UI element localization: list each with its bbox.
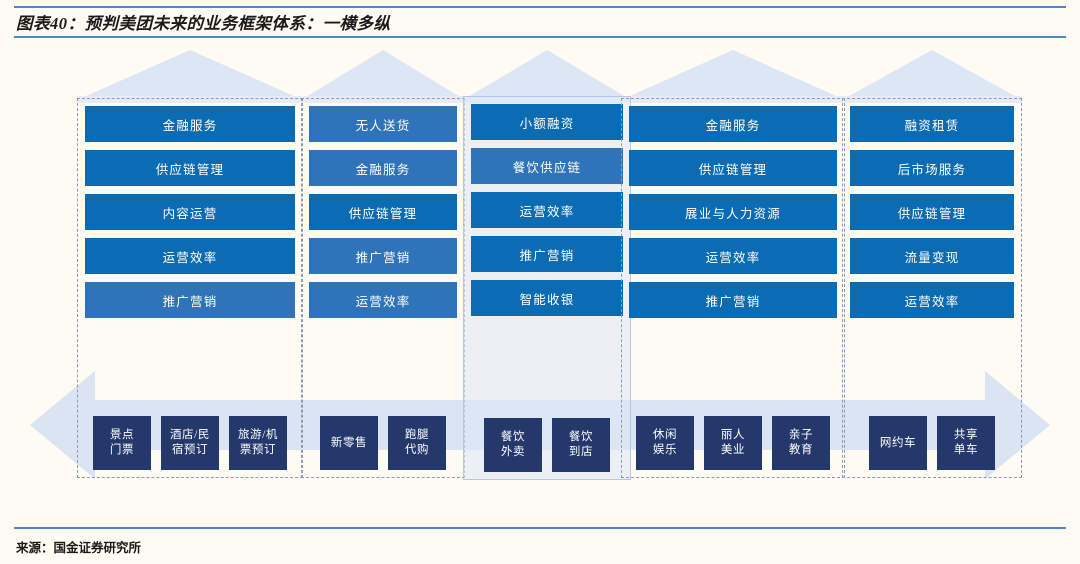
pillar-retail-inner: 无人送货 金融服务 供应链管理 推广营销 运营效率 [309, 106, 457, 470]
pillar-mobility-inner: 融资租赁 后市场服务 供应链管理 流量变现 运营效率 [850, 106, 1014, 470]
leaf-line: 外卖 [500, 446, 526, 458]
pillar-food-leaves: 餐饮外卖 餐饮到店 [471, 418, 623, 472]
capability-box[interactable]: 无人送货 [309, 106, 457, 142]
capability-box[interactable]: 供应链管理 [85, 150, 295, 186]
leaf-line: 单车 [953, 444, 979, 456]
leaf-line: 网约车 [879, 436, 917, 449]
pillar-mobility-capabilities: 融资租赁 后市场服务 供应链管理 流量变现 运营效率 [850, 106, 1014, 318]
leaf-line: 旅游/机 [237, 429, 279, 441]
leaf-box[interactable]: 旅游/机票预订 [229, 416, 287, 470]
page-title: 图表40：预判美团未来的业务框架体系：一横多纵 [16, 14, 391, 33]
pillar-travel[interactable]: 金融服务 供应链管理 内容运营 运营效率 推广营销 景点门票 酒店/民宿预订 旅… [77, 98, 303, 478]
pillar-arrow-heads [77, 50, 1022, 100]
leaf-box[interactable]: 网约车 [869, 416, 927, 470]
capability-box[interactable]: 推广营销 [471, 236, 623, 272]
leaf-box[interactable]: 景点门票 [93, 416, 151, 470]
leaf-box[interactable]: 酒店/民宿预订 [161, 416, 219, 470]
pillar-instore-inner: 金融服务 供应链管理 展业与人力资源 运营效率 推广营销 [629, 106, 837, 470]
leaf-line: 到店 [568, 446, 594, 458]
capability-box[interactable]: 运营效率 [850, 282, 1014, 318]
capability-box[interactable]: 金融服务 [85, 106, 295, 142]
leaf-line: 美业 [720, 444, 746, 456]
leaf-line: 休闲 [652, 429, 678, 441]
leaf-line: 亲子 [788, 429, 814, 441]
leaf-line: 票预订 [239, 444, 277, 456]
leaf-box[interactable]: 餐饮外卖 [484, 418, 542, 472]
leaf-line: 教育 [788, 444, 814, 456]
leaf-line: 代购 [404, 444, 430, 456]
capability-box[interactable]: 流量变现 [850, 238, 1014, 274]
pillar-travel-inner: 金融服务 供应链管理 内容运营 运营效率 推广营销 [85, 106, 295, 470]
capability-box[interactable]: 小额融资 [471, 104, 623, 140]
leaf-line: 娱乐 [652, 444, 678, 456]
leaf-line: 新零售 [330, 436, 368, 449]
capability-box[interactable]: 推广营销 [309, 238, 457, 274]
pillar-mobility-leaves: 网约车 共享单车 [850, 416, 1014, 470]
pillar-food-capabilities: 小额融资 餐饮供应链 运营效率 推广营销 智能收银 [471, 104, 623, 316]
leaf-line: 门票 [109, 444, 135, 456]
leaf-line: 景点 [109, 429, 135, 441]
leaf-box[interactable]: 共享单车 [937, 416, 995, 470]
leaf-line: 餐饮 [568, 431, 594, 443]
capability-box[interactable]: 金融服务 [629, 106, 837, 142]
capability-box[interactable]: 金融服务 [309, 150, 457, 186]
capability-box[interactable]: 展业与人力资源 [629, 194, 837, 230]
leaf-line: 跑腿 [404, 429, 430, 441]
title-rule-bottom [14, 36, 1066, 38]
leaf-line: 餐饮 [500, 431, 526, 443]
source-note: 来源：国金证券研究所 [16, 541, 142, 555]
pillar-retail[interactable]: 无人送货 金融服务 供应链管理 推广营销 运营效率 新零售 跑腿代购 [301, 98, 465, 478]
pillar-retail-capabilities: 无人送货 金融服务 供应链管理 推广营销 运营效率 [309, 106, 457, 318]
pillar-food[interactable]: 小额融资 餐饮供应链 运营效率 推广营销 智能收银 餐饮外卖 餐饮到店 [463, 96, 631, 480]
capability-box[interactable]: 后市场服务 [850, 150, 1014, 186]
pillar-instore-capabilities: 金融服务 供应链管理 展业与人力资源 运营效率 推广营销 [629, 106, 837, 318]
leaf-box[interactable]: 休闲娱乐 [636, 416, 694, 470]
leaf-line: 酒店/民 [169, 429, 211, 441]
capability-box[interactable]: 运营效率 [85, 238, 295, 274]
capability-box[interactable]: 智能收银 [471, 280, 623, 316]
pillar-instore[interactable]: 金融服务 供应链管理 展业与人力资源 运营效率 推广营销 休闲娱乐 丽人美业 亲… [621, 98, 845, 478]
pillar-instore-leaves: 休闲娱乐 丽人美业 亲子教育 [629, 416, 837, 470]
capability-box[interactable]: 供应链管理 [629, 150, 837, 186]
capability-box[interactable]: 融资租赁 [850, 106, 1014, 142]
leaf-box[interactable]: 亲子教育 [772, 416, 830, 470]
pillar-retail-leaves: 新零售 跑腿代购 [309, 416, 457, 470]
footer-rule [14, 527, 1066, 529]
capability-box[interactable]: 供应链管理 [309, 194, 457, 230]
leaf-line: 宿预订 [171, 444, 209, 456]
pillar-mobility[interactable]: 融资租赁 后市场服务 供应链管理 流量变现 运营效率 网约车 共享单车 [842, 98, 1022, 478]
capability-box[interactable]: 内容运营 [85, 194, 295, 230]
pillar-travel-leaves: 景点门票 酒店/民宿预订 旅游/机票预订 [85, 416, 295, 470]
pillar-travel-capabilities: 金融服务 供应链管理 内容运营 运营效率 推广营销 [85, 106, 295, 318]
capability-box[interactable]: 推广营销 [85, 282, 295, 318]
leaf-box[interactable]: 餐饮到店 [552, 418, 610, 472]
leaf-box[interactable]: 新零售 [320, 416, 378, 470]
capability-box[interactable]: 运营效率 [471, 192, 623, 228]
leaf-line: 丽人 [720, 429, 746, 441]
capability-box[interactable]: 供应链管理 [850, 194, 1014, 230]
leaf-box[interactable]: 丽人美业 [704, 416, 762, 470]
capability-box[interactable]: 运营效率 [309, 282, 457, 318]
capability-box[interactable]: 运营效率 [629, 238, 837, 274]
title-rule-top [14, 6, 1066, 8]
leaf-line: 共享 [953, 429, 979, 441]
business-framework-diagram: 金融服务 供应链管理 内容运营 运营效率 推广营销 景点门票 酒店/民宿预订 旅… [0, 38, 1080, 524]
capability-box[interactable]: 餐饮供应链 [471, 148, 623, 184]
capability-box[interactable]: 推广营销 [629, 282, 837, 318]
leaf-box[interactable]: 跑腿代购 [388, 416, 446, 470]
pillar-food-inner: 小额融资 餐饮供应链 运营效率 推广营销 智能收银 [471, 104, 623, 472]
